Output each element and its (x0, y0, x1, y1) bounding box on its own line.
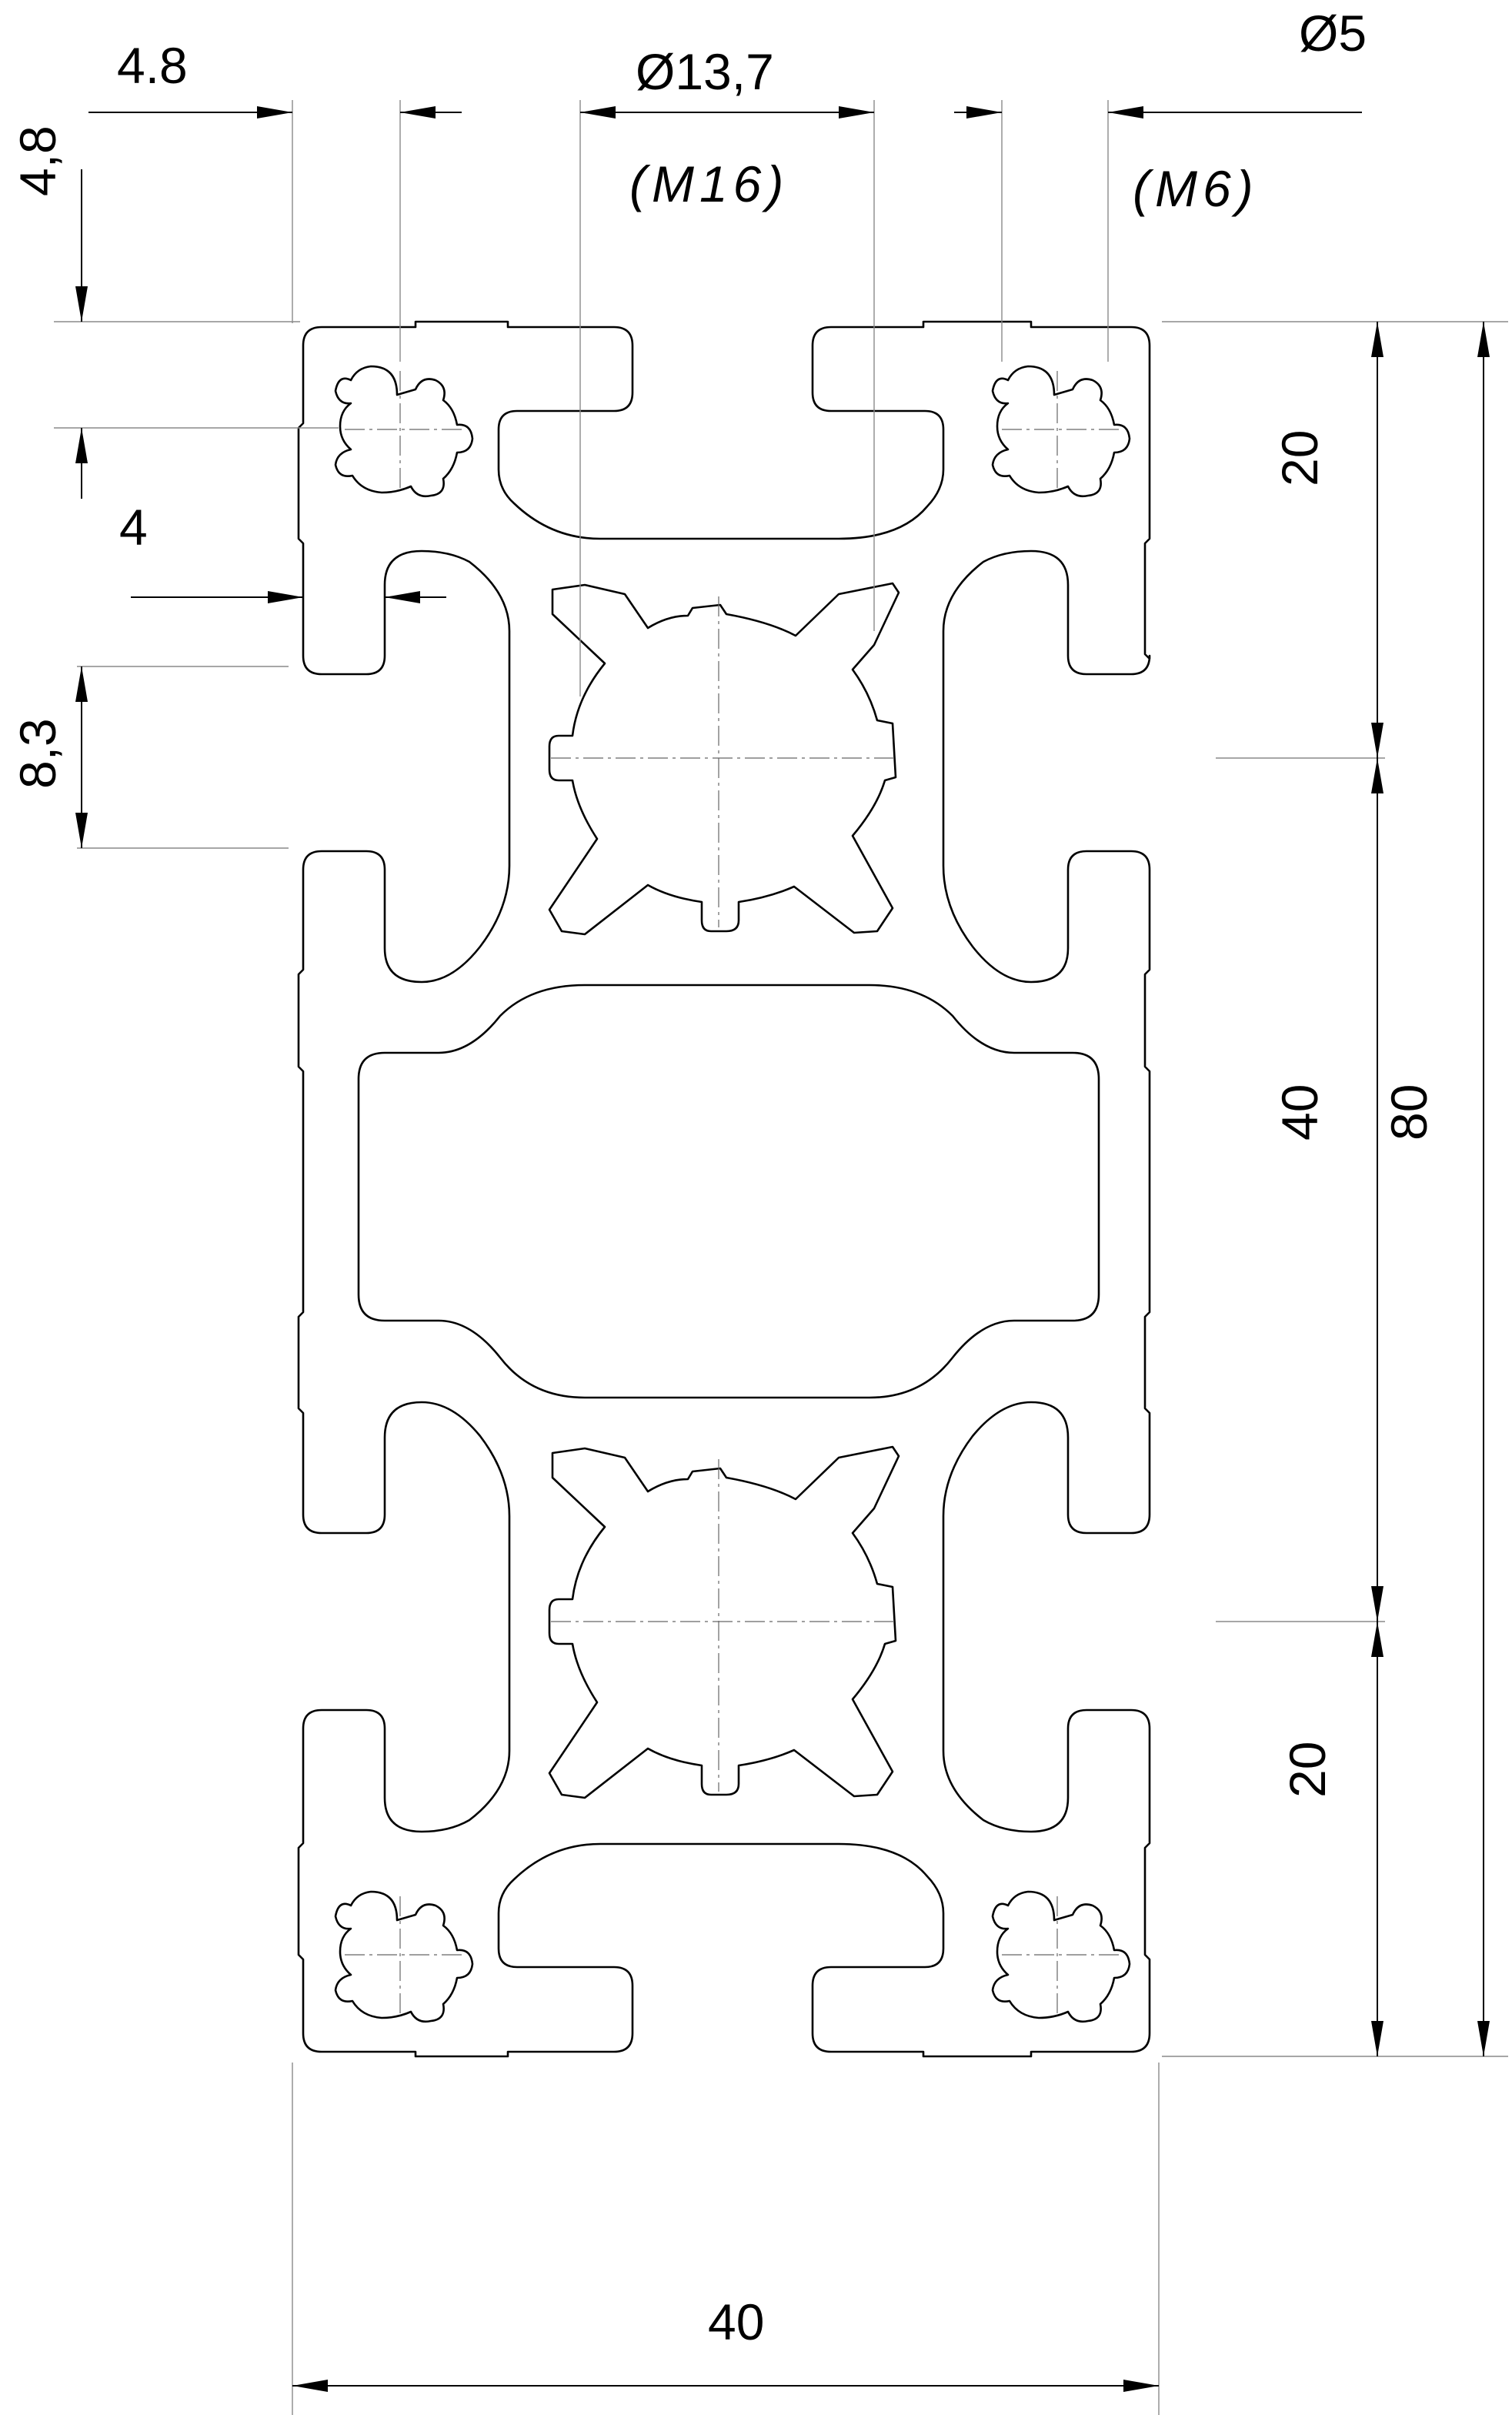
center-cavity (357, 984, 1100, 1399)
dim-label-4-8-width: 4.8 (117, 37, 188, 94)
dim-label-corner-bore: Ø5 (1299, 5, 1367, 62)
dim-label-pitch-top: 20 (1271, 430, 1328, 486)
corner-bore-bottom-left (334, 1890, 474, 2023)
dim-label-core-thread: (M16) (629, 155, 789, 212)
extension-lines (54, 100, 1508, 2415)
dim-label-overall-height: 80 (1380, 1084, 1437, 1141)
core-bore-top (548, 582, 900, 936)
dim-label-4-8-height: 4,8 (9, 125, 66, 196)
dim-label-web-thickness: 4 (119, 499, 148, 556)
profile-outline (297, 320, 1151, 2058)
dim-label-core-bore: Ø13,7 (636, 43, 774, 100)
core-bore-bottom (548, 1445, 900, 1799)
dim-label-slot-depth: 8,3 (9, 718, 66, 789)
dimension-lines (75, 106, 1490, 2392)
corner-bore-bottom-right (991, 1890, 1131, 2023)
corner-bore-top-left (334, 365, 474, 498)
corner-bore-top-right (991, 365, 1131, 498)
dim-label-corner-thread: (M6) (1133, 160, 1259, 217)
dim-label-pitch-middle: 40 (1271, 1084, 1328, 1141)
dim-label-pitch-bottom: 20 (1279, 1742, 1336, 1798)
dim-label-overall-width: 40 (708, 2293, 764, 2350)
